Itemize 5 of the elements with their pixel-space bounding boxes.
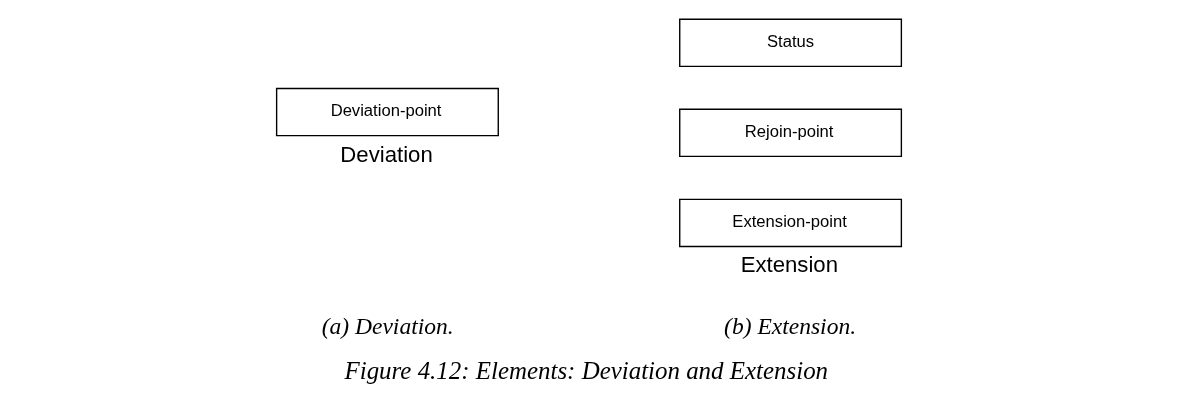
caption: Figure 4.12: Elements: Deviation and Extension [344,356,829,384]
label: (b) Extension. [724,312,857,339]
node-label: Deviation [340,141,433,167]
node-label: Extension [740,252,838,278]
label: (a) Deviation. [321,312,454,339]
